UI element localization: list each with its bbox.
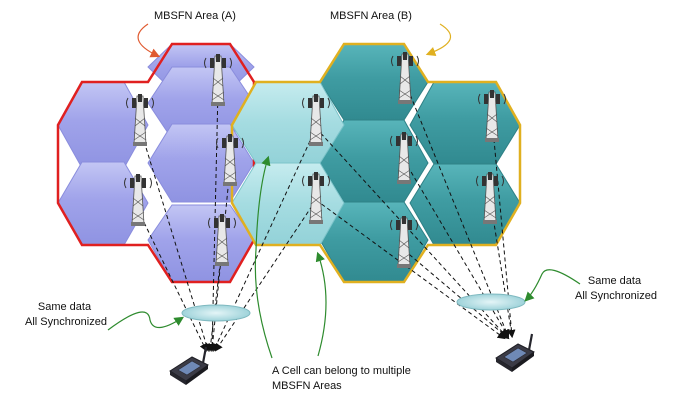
sync-ellipse-right [456,293,526,311]
sync-ellipse-left [181,304,251,322]
area-a-label: MBSFN Area (A) [154,10,236,22]
area-b-border [230,42,522,284]
area-b-arrow [425,23,452,57]
left-note: Same data All Synchronized [25,301,107,328]
right-note: Same data All Synchronized [575,275,657,302]
cell-a-upper-left [57,81,149,169]
mbsfn-area-b [319,43,521,283]
annotation-arrows [107,155,581,359]
mobile-handset-icon [168,345,210,387]
cell-a-mid [147,123,255,203]
mobile-handset-icon [494,332,536,374]
area-b-label: MBSFN Area (B) [330,10,412,22]
center-note: A Cell can belong to multiple MBSFN Area… [272,365,414,392]
area-a-arrow [137,23,161,58]
